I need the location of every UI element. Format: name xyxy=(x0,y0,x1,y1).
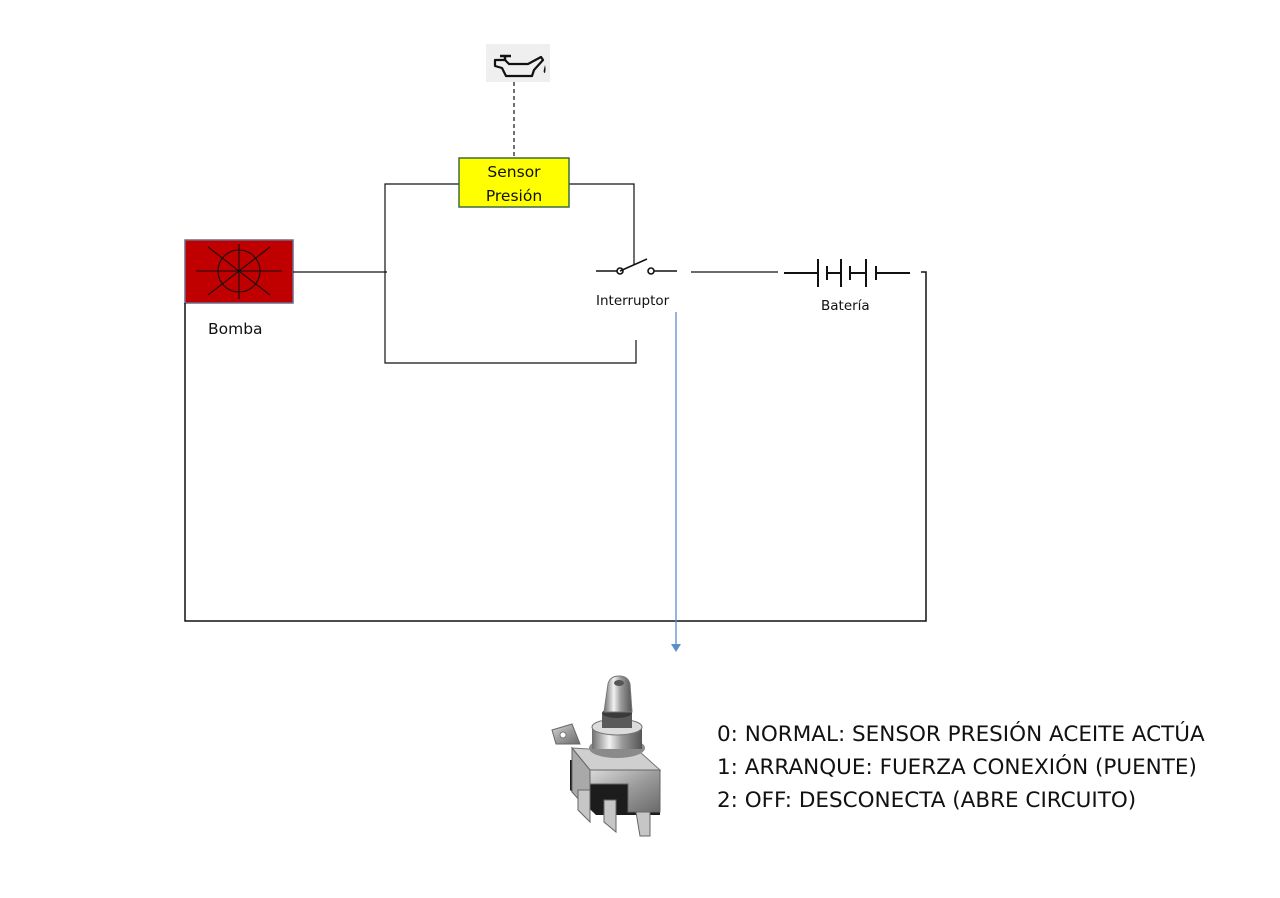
pressure-sensor: Sensor Presión xyxy=(458,157,570,208)
parallel-branch-wires xyxy=(384,183,637,364)
pump xyxy=(184,239,294,304)
pump-circle-icon xyxy=(196,244,282,299)
switch-label: Interruptor xyxy=(596,293,670,309)
return-wire xyxy=(184,271,927,622)
pump-label: Bomba xyxy=(208,320,263,338)
legend-item-normal: 0: NORMAL: SENSOR PRESIÓN ACEITE ACTÚA xyxy=(717,722,1205,747)
toggle-switch-photo xyxy=(551,675,662,837)
switch-positions-legend: 0: NORMAL: SENSOR PRESIÓN ACEITE ACTÚA 1… xyxy=(717,718,1205,817)
legend-item-off: 2: OFF: DESCONECTA (ABRE CIRCUITO) xyxy=(717,788,1137,813)
oil-pressure-icon xyxy=(486,44,550,82)
sensor-label-line2: Presión xyxy=(486,187,542,205)
legend-item-arranque: 1: ARRANQUE: FUERZA CONEXIÓN (PUENTE) xyxy=(717,755,1197,780)
switch-symbol xyxy=(596,258,677,275)
sensor-label-line1: Sensor xyxy=(487,163,541,181)
pointer-arrow xyxy=(671,312,681,652)
battery-symbol xyxy=(784,259,910,287)
battery-label: Batería xyxy=(821,298,870,314)
